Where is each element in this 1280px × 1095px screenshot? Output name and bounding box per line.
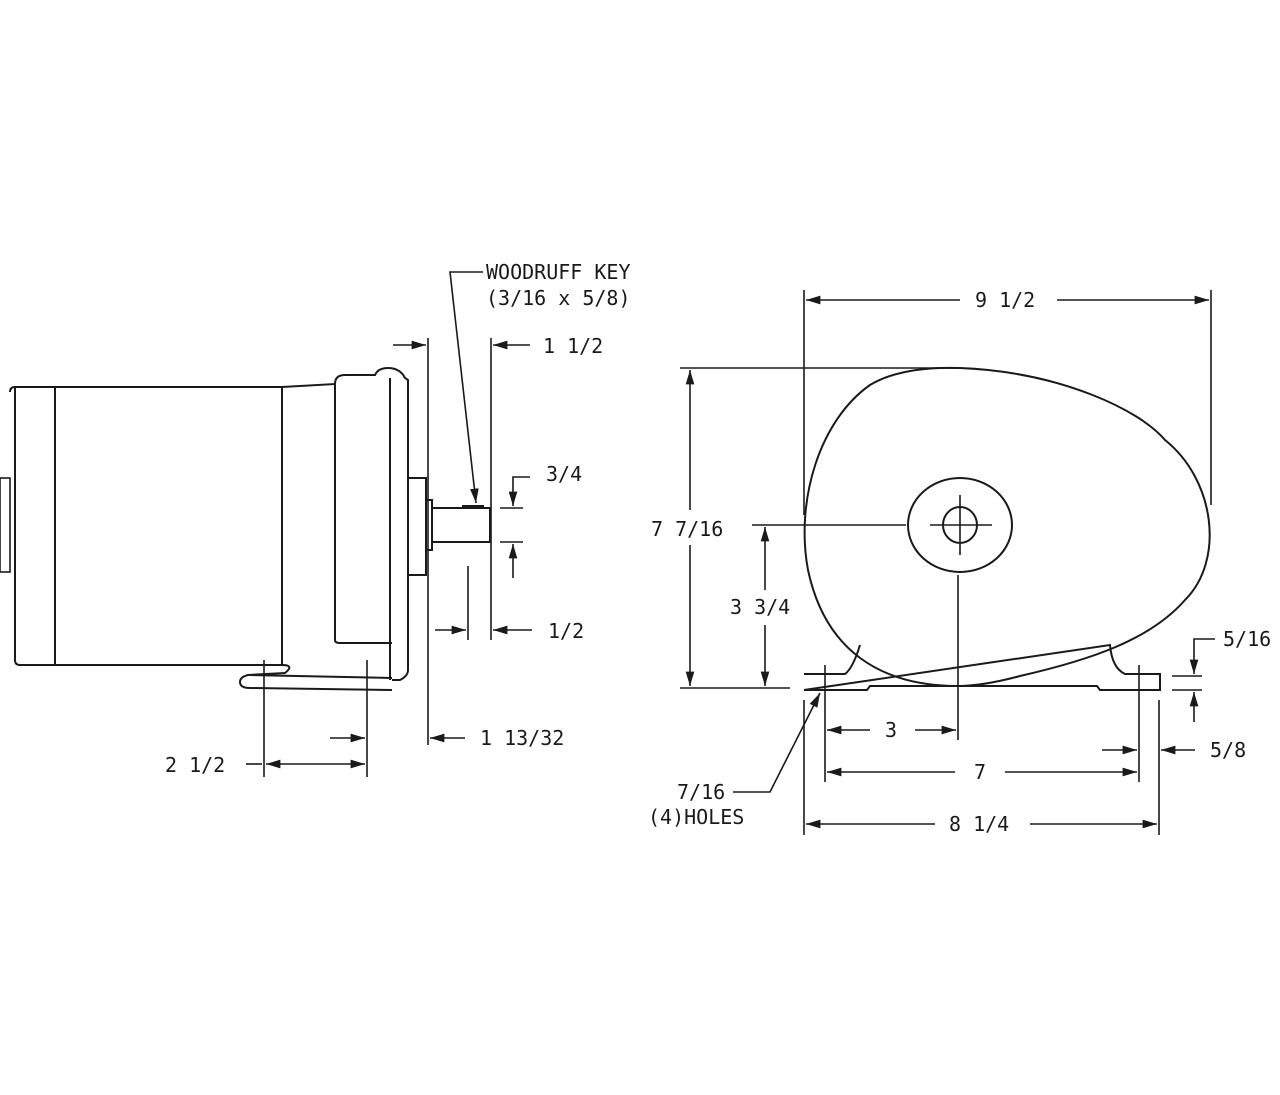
shaft xyxy=(431,507,491,543)
dim-base-width: 8 1/4 xyxy=(949,812,1009,836)
dim-foot-holes: 2 1/2 xyxy=(165,753,225,777)
end-bell xyxy=(334,366,409,681)
foot xyxy=(238,664,393,691)
dim-shaft-length: 1 1/2 xyxy=(543,334,603,358)
dim-center-to-hole: 3 xyxy=(885,718,897,742)
side-view: WOODRUFF KEY (3/16 x 5/8) 1 1/2 3/4 1/2 … xyxy=(0,260,631,777)
key-label-2: (3/16 x 5/8) xyxy=(486,286,631,310)
dim-hole-spacing: 7 xyxy=(974,760,986,784)
holes-label-1: 7/16 xyxy=(677,780,725,804)
dim-hole-edge: 5/8 xyxy=(1210,738,1246,762)
dim-flange-to-shaft: 1 13/32 xyxy=(480,726,564,750)
holes-label-2: (4)HOLES xyxy=(648,805,744,829)
dim-overall-height: 7 7/16 xyxy=(651,517,723,541)
key-label-1: WOODRUFF KEY xyxy=(486,260,631,284)
dim-shaft-diameter: 3/4 xyxy=(546,462,582,486)
shaft-hub xyxy=(407,477,427,576)
rear-nub xyxy=(0,477,11,573)
motor-outline xyxy=(803,366,1211,688)
end-view: 9 1/2 7 7/16 3 3/4 3 7 8 1/4 5/8 xyxy=(648,288,1271,836)
dim-overall-width: 9 1/2 xyxy=(975,288,1035,312)
motor-body xyxy=(9,382,392,644)
base-plate xyxy=(803,643,1161,691)
dim-shaft-height: 3 3/4 xyxy=(730,595,790,619)
woodruff-key xyxy=(462,505,484,509)
dim-key-offset: 1/2 xyxy=(548,619,584,643)
dim-base-thickness: 5/16 xyxy=(1223,627,1271,651)
hub-circle xyxy=(907,477,1013,573)
